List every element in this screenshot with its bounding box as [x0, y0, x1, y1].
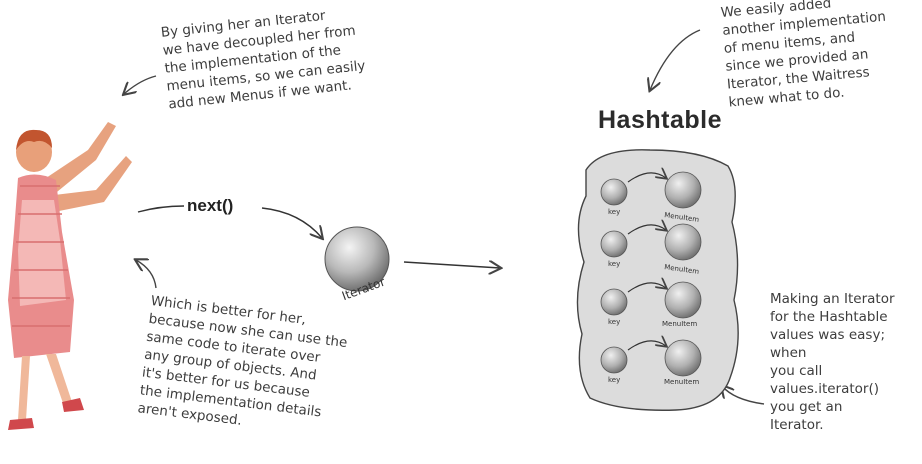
key-label: key — [608, 318, 620, 326]
pointer-arrow-bottom-right — [722, 386, 765, 405]
hashtable-title: Hashtable — [598, 106, 722, 134]
menuitem-label: MenuItem — [662, 320, 697, 328]
waitress-figure — [8, 122, 132, 430]
key-label: key — [608, 260, 620, 268]
call-arrow-left — [137, 205, 185, 213]
key-label: key — [608, 376, 620, 384]
key-label: key — [608, 208, 620, 216]
annotation-implementation: We easily added another implementation o… — [720, 0, 887, 111]
pointer-arrow-bottom-left — [136, 260, 157, 289]
hashtable-entries — [600, 172, 702, 377]
annotation-better-for-her: Which is better for her, because now she… — [136, 292, 349, 429]
call-arrow-right — [261, 207, 322, 238]
annotation-values-iterator: Making an Iterator for the Hashtable val… — [770, 291, 895, 433]
iterator-sphere — [324, 226, 390, 292]
menuitem-label: MenuItem — [664, 378, 699, 386]
pointer-arrow-top-left — [124, 75, 157, 94]
next-call-label: next() — [187, 196, 234, 215]
pointer-arrow-top-right — [650, 29, 701, 90]
iterator-to-hashtable-arrow — [403, 262, 500, 268]
